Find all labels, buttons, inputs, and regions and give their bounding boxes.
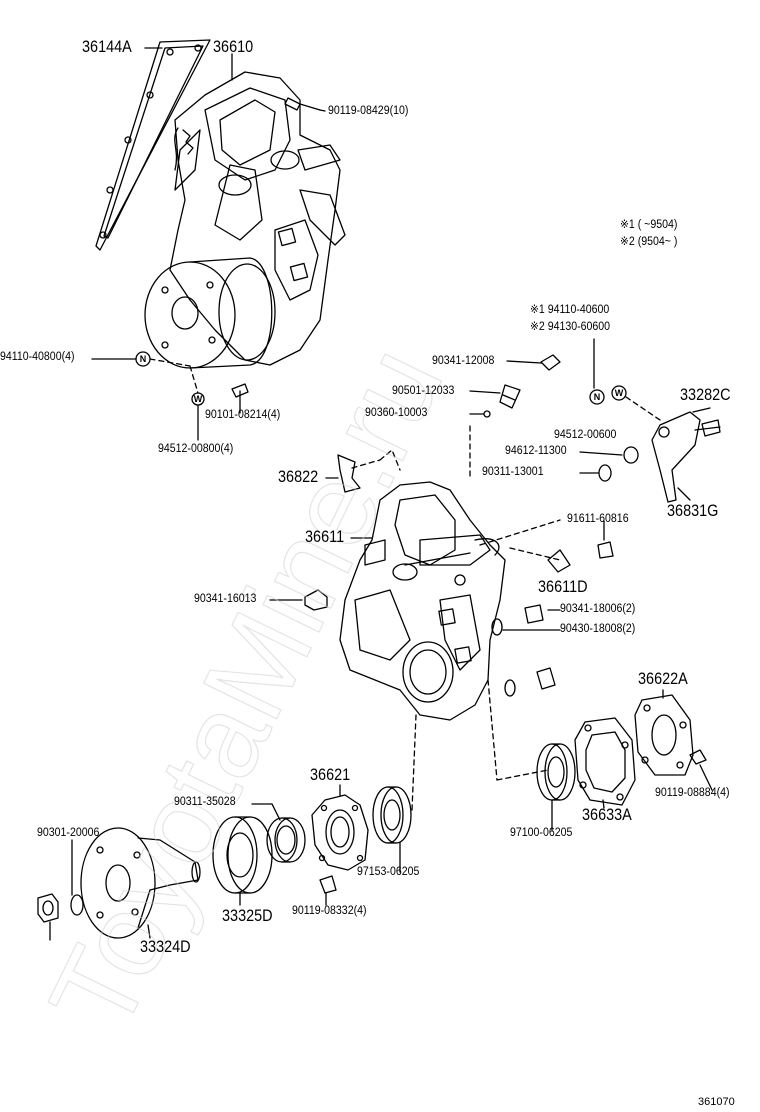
- washer-W-right: [611, 385, 627, 401]
- part-label-94512-00600: 94512-00600: [554, 429, 617, 441]
- part-label-90501-12033: 90501-12033: [392, 385, 455, 397]
- gasket-36633A: [574, 717, 636, 809]
- part-label-97153-06205: 97153-06205: [357, 866, 420, 878]
- plug-90341-16013: [269, 589, 328, 611]
- part-label-36831G: 36831G: [667, 501, 719, 520]
- flange-upper: [144, 257, 276, 369]
- part-label-94110-40600: ※1 94110-40600: [530, 304, 610, 316]
- part-label-90360-10003: 90360-10003: [365, 407, 428, 419]
- gasket-90430-18008: [491, 618, 503, 636]
- gasket-36144A: [95, 39, 211, 251]
- part-label-94612-11300: 94612-11300: [505, 445, 567, 457]
- part-label-33325D: 33325D: [222, 906, 273, 925]
- bearing-97153-06205: [372, 786, 412, 873]
- bolt-90119-08332: [319, 875, 337, 894]
- part-label-36611D: 36611D: [538, 577, 588, 596]
- plug-90341-18006: [524, 604, 544, 624]
- housing-36610: [169, 71, 346, 366]
- part-label-90430-18008: 90430-18008(2): [560, 623, 636, 635]
- plug-90341-12008: [540, 354, 561, 371]
- part-label-91611-60816: 91611-60816: [567, 513, 629, 525]
- bolt-90119-08884: [689, 749, 707, 765]
- bearing-97100-06205: [536, 743, 576, 831]
- part-label-36822: 36822: [278, 467, 319, 486]
- part-label-36622A: 36622A: [638, 669, 688, 688]
- part-label-94110-40800: 94110-40800(4): [0, 351, 75, 363]
- part-label-36621: 36621: [310, 765, 351, 784]
- part-label-36633A: 36633A: [582, 805, 632, 824]
- part-label-94512-00800: 94512-00800(4): [158, 443, 234, 455]
- part-label-90341-16013: 90341-16013: [194, 593, 257, 605]
- part-label-90119-08884: 90119-08884(4): [655, 787, 730, 799]
- part-label-90101-08214: 90101-08214(4): [205, 409, 281, 421]
- lever-36822: [325, 449, 401, 493]
- lever-36831G: [651, 407, 721, 503]
- part-label-90341-18006: 90341-18006(2): [560, 603, 636, 615]
- note-2: ※2 (9504~ ): [620, 236, 678, 248]
- bolt-90101-08214: [231, 383, 249, 398]
- washer-36611D: [547, 549, 571, 573]
- part-label-90311-13001: 90311-13001: [482, 466, 544, 478]
- ring-90311-13001: [598, 464, 612, 482]
- marker-w-left: W: [194, 394, 203, 404]
- cover-36622A: [634, 689, 694, 776]
- seal-90311-35028: [251, 803, 306, 863]
- part-label-33282C: 33282C: [680, 385, 731, 404]
- marker-n-right: N: [594, 392, 601, 402]
- bolt-90119-08429: [284, 97, 326, 112]
- part-label-90119-08332: 90119-08332(4): [292, 905, 367, 917]
- nut-90179-16617: [37, 893, 59, 941]
- note-1: ※1 ( ~9504): [620, 219, 678, 231]
- part-label-97100-06205: 97100-06205: [510, 827, 573, 839]
- part-label-90341-12008: 90341-12008: [432, 355, 495, 367]
- housing-36611: [339, 481, 506, 721]
- plug-91611-60816: [597, 541, 614, 559]
- washer-94612-11300: [623, 446, 639, 464]
- part-label-36144A: 36144A: [82, 37, 132, 56]
- deflector-33325D: [212, 816, 273, 906]
- oring-90301-20006: [70, 894, 84, 916]
- ball-90360-10003: [483, 410, 491, 418]
- figure-number: 361070: [698, 1096, 735, 1108]
- flange-33324D: [80, 827, 201, 939]
- marker-n-left: N: [140, 354, 147, 364]
- part-label-90301-20006: 90301-20006: [37, 827, 100, 839]
- marker-w-right: W: [615, 388, 624, 398]
- part-label-90119-08429: 90119-08429(10): [328, 105, 409, 117]
- nut-N-right: [589, 389, 605, 405]
- retainer-36621: [311, 784, 369, 871]
- part-label-36610: 36610: [213, 37, 254, 56]
- part-label-94130-60600: ※2 94130-60600: [530, 321, 611, 333]
- part-label-33324D: 33324D: [140, 937, 191, 956]
- part-label-36611: 36611: [305, 527, 345, 546]
- spring-90501-12033: [499, 384, 521, 409]
- part-label-90311-35028: 90311-35028: [174, 796, 236, 808]
